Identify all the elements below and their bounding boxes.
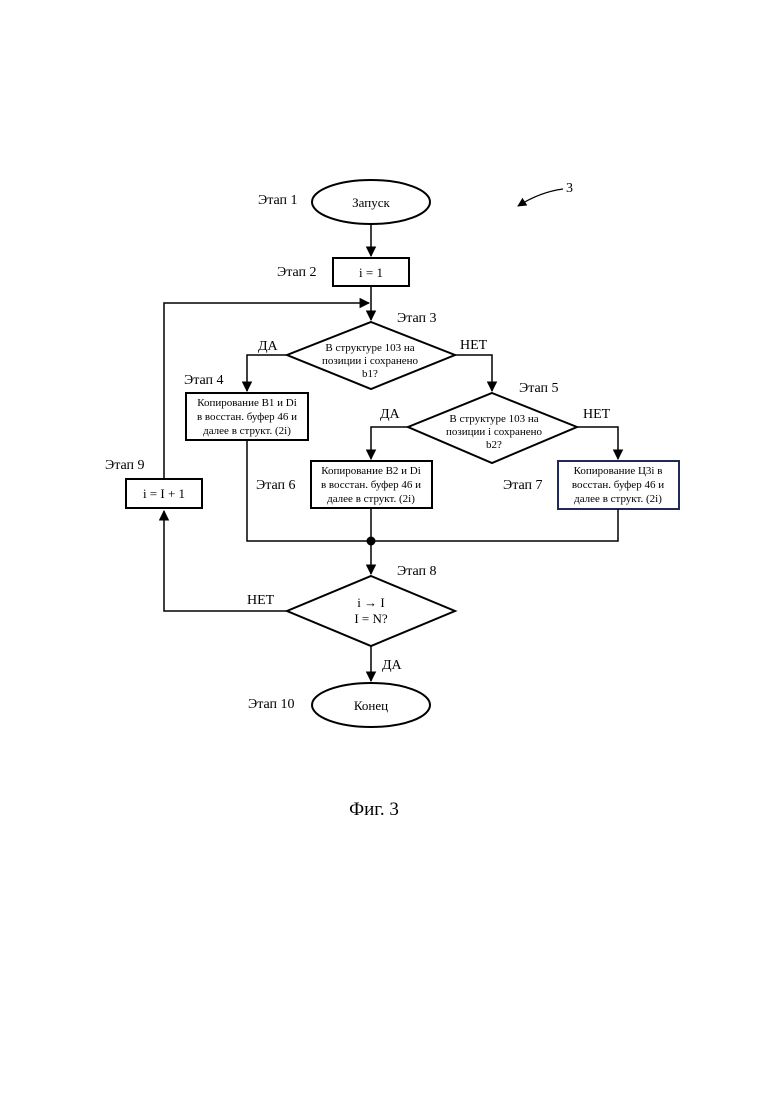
- copy-c3-line-3: далее в структ. (2i): [574, 493, 662, 505]
- connector-copy-c3-merge: [371, 509, 618, 541]
- stage-3-label: Этап 3: [397, 311, 437, 326]
- copy-b1-line-3: далее в структ. (2i): [203, 425, 291, 437]
- decision1-no-label: НЕТ: [460, 338, 488, 353]
- decision1-line-2: позиции i сохранено: [322, 355, 418, 367]
- copy-b1-line-1: Копирование B1 и Di: [197, 397, 297, 409]
- figure-caption: Фиг. 3: [349, 799, 399, 820]
- connector-decision1-no: [455, 355, 492, 391]
- stage-5-label: Этап 5: [519, 381, 559, 396]
- decision3-line-2: I = N?: [354, 611, 388, 626]
- decision1-line-1: В структуре 103 на: [325, 342, 414, 354]
- decision2-yes-label: ДА: [380, 407, 401, 422]
- copy-b2-line-1: Копирование B2 и Di: [321, 465, 421, 477]
- decision1-yes-label: ДА: [258, 339, 279, 354]
- figure-reference-arrow: [518, 189, 563, 206]
- end-label: Конец: [354, 698, 388, 713]
- copy-b2-line-2: в восстан. буфер 46 и: [321, 479, 421, 491]
- connector-decision2-yes: [371, 427, 408, 459]
- decision1-line-3: b1?: [362, 368, 378, 380]
- stage-1-label: Этап 1: [258, 193, 298, 208]
- connector-loop-back: [164, 303, 369, 479]
- stage-9-label: Этап 9: [105, 458, 145, 473]
- copy-b1-line-2: в восстан. буфер 46 и: [197, 411, 297, 423]
- stage-2-label: Этап 2: [277, 265, 317, 280]
- stage-7-label: Этап 7: [503, 478, 543, 493]
- copy-b2-line-3: далее в структ. (2i): [327, 493, 415, 505]
- decision2-line-2: позиции i сохранено: [446, 426, 542, 438]
- decision2-line-1: В структуре 103 на: [449, 413, 538, 425]
- stage-8-label: Этап 8: [397, 564, 437, 579]
- stage-10-label: Этап 10: [248, 697, 295, 712]
- decision3-yes-label: ДА: [382, 658, 403, 673]
- decision3-no-label: НЕТ: [247, 593, 275, 608]
- copy-c3-line-1: Копирование Ц3i в: [574, 465, 663, 477]
- decision2-line-3: b2?: [486, 439, 502, 451]
- increment-label: i = I + 1: [143, 486, 185, 501]
- stage-4-label: Этап 4: [184, 373, 224, 388]
- copy-c3-line-2: восстан. буфер 46 и: [572, 479, 664, 491]
- decision3-line-1: i → I: [357, 595, 384, 610]
- connector-decision2-no: [577, 427, 618, 459]
- figure-reference-number: 3: [566, 181, 573, 196]
- init-label: i = 1: [359, 265, 383, 280]
- decision2-no-label: НЕТ: [583, 407, 611, 422]
- start-label: Запуск: [352, 195, 390, 210]
- stage-6-label: Этап 6: [256, 478, 296, 493]
- connector-decision1-yes: [247, 355, 287, 391]
